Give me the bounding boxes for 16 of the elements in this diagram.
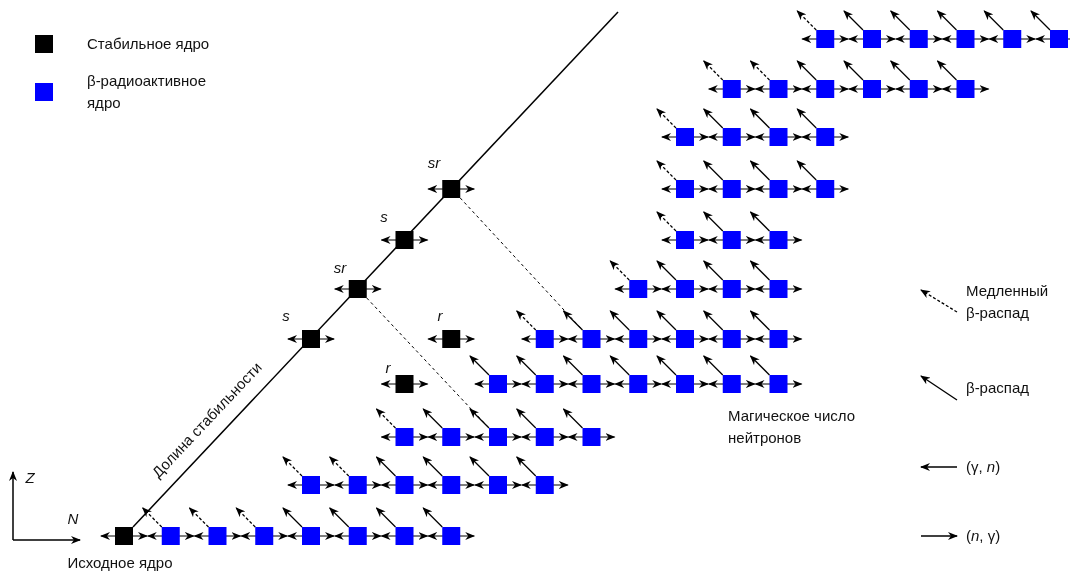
legend-text: β-распад: [966, 378, 1030, 398]
legend-text: Стабильное ядро: [87, 34, 210, 54]
axis-label: Z: [25, 468, 35, 488]
process-label: s: [282, 306, 290, 326]
magic-number-label: Магическое число нейтронов: [728, 406, 857, 448]
process-label: sr: [333, 258, 347, 278]
legend-text: (γ, n): [966, 457, 1001, 477]
legend-text: (n, γ): [966, 526, 1001, 546]
legend-text: β-радиоактивное ядро: [87, 71, 208, 113]
axis-label: N: [67, 509, 79, 529]
legend-text: Медленный β-распад: [966, 281, 1050, 323]
process-label: sr: [427, 153, 441, 173]
seed-nucleus-label: Исходное ядро: [67, 553, 173, 573]
process-label: r: [385, 358, 391, 378]
process-label: s: [380, 207, 388, 227]
process-label: r: [437, 306, 443, 326]
